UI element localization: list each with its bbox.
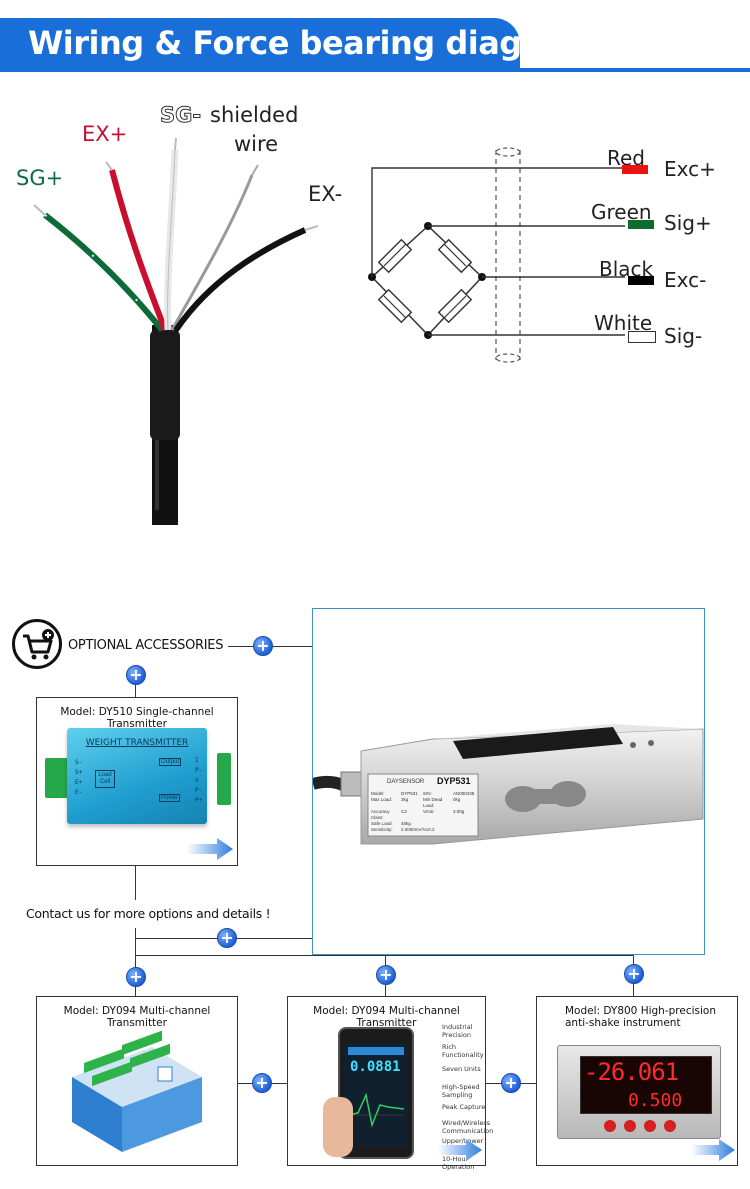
hand — [323, 1097, 353, 1157]
multichannel-transmitter-image — [72, 1030, 202, 1152]
instrument-panel: -26.061 0.500 — [557, 1045, 721, 1139]
card-title: Model: DY094 Multi-channel Transmitter — [313, 1005, 460, 1029]
handheld-device: 0.0881 — [338, 1027, 414, 1159]
cart-icon — [12, 619, 62, 669]
power-label: Power — [159, 794, 181, 802]
label-wire: wire — [234, 132, 279, 156]
add-accessory-button[interactable]: + — [624, 964, 644, 984]
add-accessory-button[interactable]: + — [501, 1073, 521, 1093]
label-shielded: shielded — [210, 103, 299, 127]
connector-line — [135, 680, 136, 698]
right-pin-labels: I P- V P- P+ — [195, 757, 203, 804]
swatch-black — [628, 276, 654, 285]
accessory-card-dy094-a[interactable]: Model: DY094 Multi-channel Transmitter — [36, 996, 238, 1166]
signal-sig-plus: Sig+ — [664, 211, 712, 235]
terminal-block-right — [217, 753, 231, 805]
device-label: WEIGHT TRANSMITTER — [85, 738, 189, 748]
swatch-green — [628, 220, 654, 229]
label-ex-plus: EX+ — [82, 122, 128, 146]
label-sg-minus: SG- — [159, 103, 202, 128]
display-bottom-value: 0.500 — [628, 1090, 683, 1111]
signal-sig-minus: Sig- — [664, 324, 703, 348]
heat-shrink — [150, 330, 180, 440]
arrow-right-icon[interactable] — [187, 836, 237, 862]
load-cell-label: Load Cell — [95, 770, 115, 788]
add-accessory-button[interactable]: + — [376, 965, 396, 985]
loadcell-model: DYP531 — [437, 776, 471, 786]
connector-line — [135, 955, 634, 956]
connector-line — [135, 866, 136, 900]
arrow-right-icon[interactable] — [438, 1137, 484, 1163]
cable-wires-illustration — [33, 137, 319, 525]
banner-bar — [0, 18, 520, 70]
add-accessory-button[interactable]: + — [253, 636, 273, 656]
add-accessory-button[interactable]: + — [252, 1073, 272, 1093]
label-ex-minus: EX- — [308, 182, 343, 206]
swatch-white — [628, 331, 656, 343]
bridge-schematic — [368, 147, 625, 363]
loadcell-brand: DAYSENSOR — [387, 779, 425, 785]
card-title: Model: DY510 Single-channel Transmitter — [60, 706, 214, 730]
add-accessory-button[interactable]: + — [217, 928, 237, 948]
display-top-value: -26.061 — [584, 1058, 679, 1086]
left-pin-labels: S- S+ E+ E- — [75, 759, 83, 796]
accessory-card-dy800[interactable]: Model: DY800 High-precision anti-shake i… — [536, 996, 738, 1166]
banner-underline — [0, 68, 750, 72]
connector-line — [135, 928, 136, 998]
handheld-reading: 0.0881 — [350, 1059, 401, 1075]
label-sg-plus: SG+ — [16, 166, 64, 190]
accessories-heading: OPTIONAL ACCESSORIES — [68, 638, 224, 653]
signal-exc-plus: Exc+ — [664, 157, 716, 181]
accessory-card-dy094-b[interactable]: Model: DY094 Multi-channel Transmitter 0… — [287, 996, 493, 1171]
output-label: Output — [159, 758, 182, 766]
header-banner: Wiring & Force bearing diagram — [0, 18, 750, 74]
arrow-right-icon[interactable] — [691, 1137, 737, 1163]
weight-transmitter-device: WEIGHT TRANSMITTER S- S+ E+ E- Load Cell… — [67, 728, 207, 824]
add-accessory-button[interactable]: + — [126, 665, 146, 685]
card-title: Model: DY800 High-precision anti-shake i… — [565, 1005, 716, 1029]
add-accessory-button[interactable]: + — [126, 967, 146, 987]
swatch-red — [622, 165, 648, 174]
card-title: Model: DY094 Multi-channel Transmitter — [63, 1005, 211, 1029]
contact-text: Contact us for more options and details … — [26, 906, 271, 921]
page-title: Wiring & Force bearing diagram — [28, 24, 591, 62]
accessory-card-dy510[interactable]: Model: DY510 Single-channel Transmitter … — [36, 697, 238, 866]
signal-exc-minus: Exc- — [664, 268, 707, 292]
